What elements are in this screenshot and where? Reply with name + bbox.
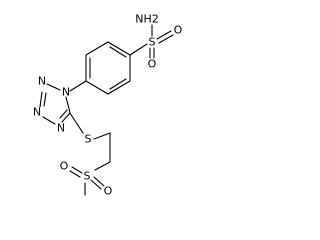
bond-n3-n4	[42, 116, 56, 125]
sulfonamide-group: NH2 S O O	[129, 13, 183, 71]
atom-label-sulfonamide-s: S	[149, 36, 156, 49]
bond-n1-n2	[46, 83, 61, 91]
atom-label-sulfonamide-o-bottom: O	[148, 58, 157, 71]
bond-s-to-ch2-1	[93, 132, 111, 140]
atom-label-sulfone-o-left: O	[60, 160, 69, 173]
sulfone-group: S O O	[60, 160, 113, 198]
bond-sulfone-o-left-a	[71, 166, 83, 174]
bond-benzene-to-n1	[69, 80, 87, 92]
atom-label-n4: N	[57, 122, 65, 135]
atom-label-nh2: NH2	[135, 13, 159, 26]
bond-sulfone-o-bottom-b	[93, 176, 105, 187]
atom-label-sulfone-o-bottom: O	[104, 185, 113, 198]
bond-c5-to-s	[69, 112, 84, 134]
bond-benzene-3	[107, 80, 131, 95]
chemical-structure-diagram: NH2 S O O N N N N S S	[33, 13, 183, 198]
bond-n4-c5	[61, 112, 71, 123]
atom-label-n2: N	[38, 75, 46, 88]
bond-s-o-top-a	[156, 30, 172, 40]
atom-label-sulfone-s: S	[84, 170, 91, 183]
atom-label-n1: N	[62, 86, 70, 99]
bond-n2-n3	[39, 91, 43, 108]
bond-n4-c5-double	[59, 109, 68, 119]
bond-benzene-1	[107, 41, 131, 56]
bond-s-o-top-b	[158, 34, 174, 44]
bond-benzene-6	[85, 41, 109, 56]
bond-ch2-2-to-sulfone-s	[94, 161, 111, 171]
bond-sulfone-o-bottom-a	[90, 179, 102, 190]
atom-label-sulfonamide-o-top: O	[174, 24, 183, 37]
bond-sulfone-o-left-b	[69, 170, 81, 178]
benzene-ring	[85, 41, 131, 95]
bond-ring-to-sulfonamide-s	[129, 43, 148, 56]
bond-benzene-4	[85, 80, 109, 95]
thioether-chain: S	[69, 112, 111, 171]
tetrazole-ring: N N N N	[33, 75, 87, 135]
atom-label-thioether-s: S	[85, 133, 92, 146]
bond-benzene-double-1	[109, 46, 127, 58]
bond-benzene-double-2	[109, 78, 127, 90]
bond-c5-n1	[65, 96, 71, 114]
bond-n2-n3-double	[43, 92, 47, 107]
atom-label-n3: N	[33, 106, 41, 119]
